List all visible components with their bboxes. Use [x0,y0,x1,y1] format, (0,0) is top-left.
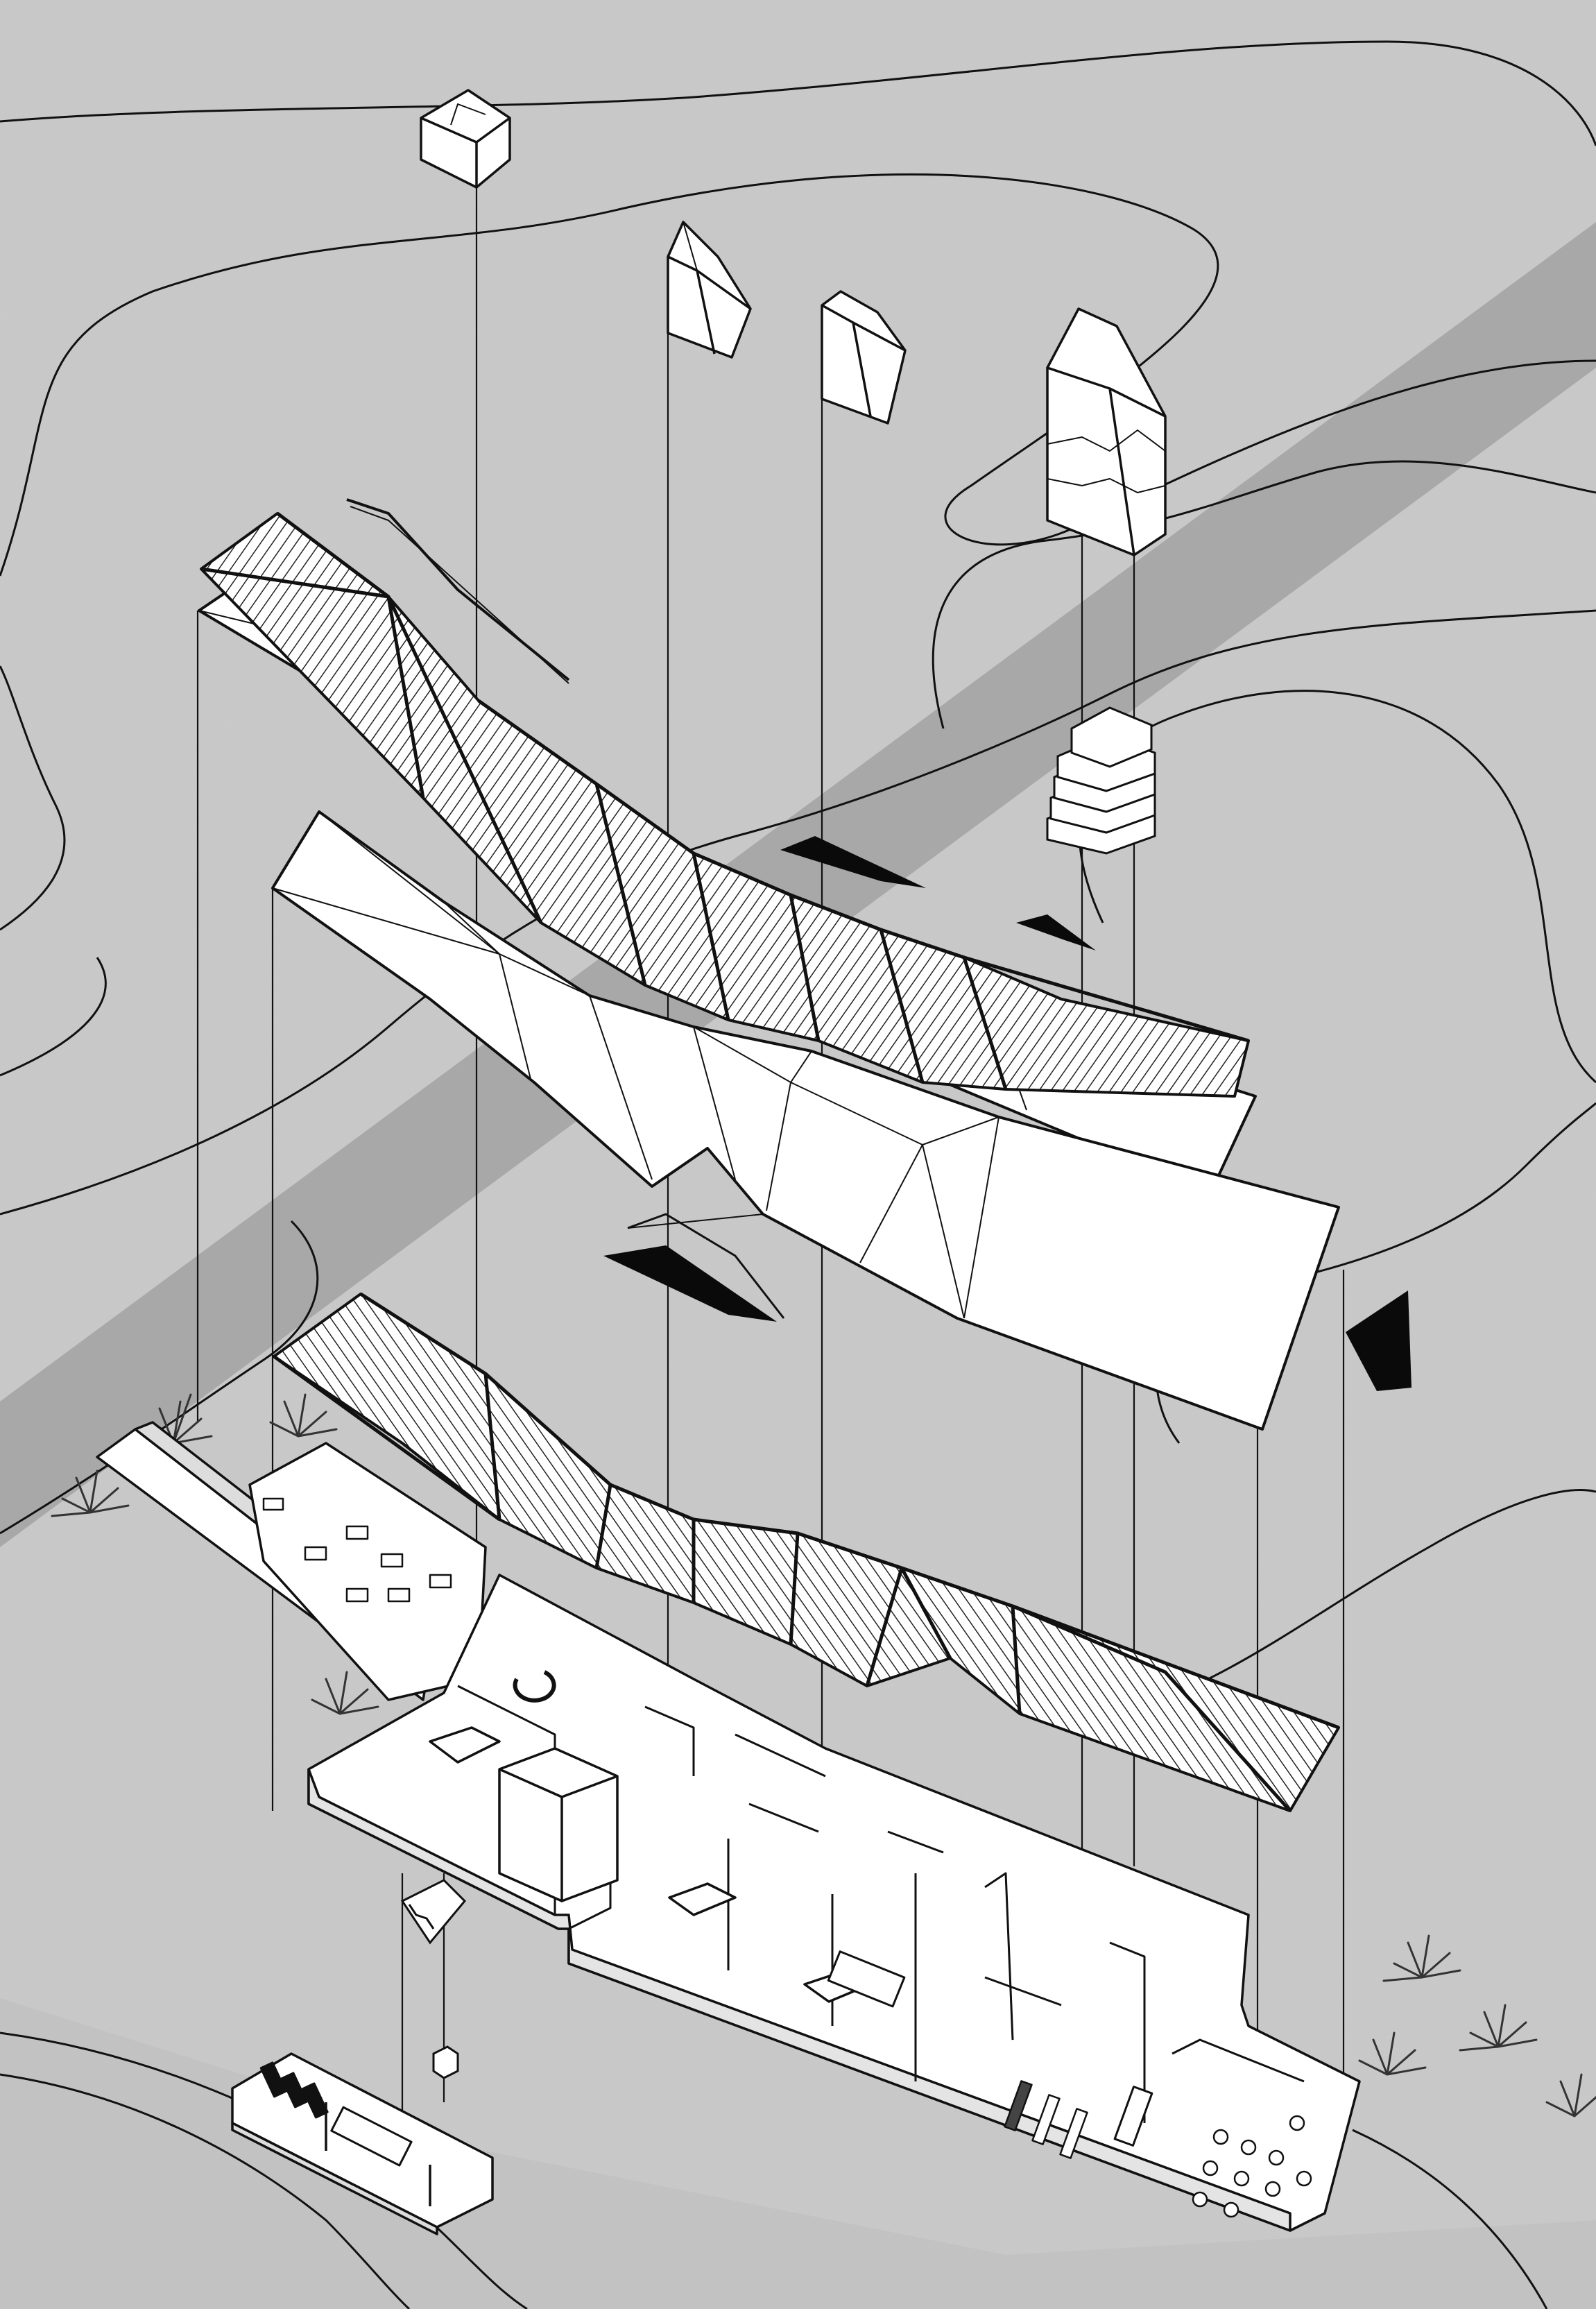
skylight-opening [1016,914,1096,951]
contour-line [0,1220,319,1535]
reception-desk [513,1670,556,1703]
stair-tower [1046,706,1156,855]
site-path [0,222,1596,2309]
contour-line [0,40,1596,146]
path-band-lower [0,1998,1596,2309]
service-core [498,1747,619,1902]
slab-edge [307,1768,1292,2232]
cafe-counter [1113,2086,1153,2147]
plant [51,1469,130,1517]
skylight-volume [1046,307,1167,556]
stair-cube [432,2045,459,2079]
skylight-volume [667,221,752,359]
plant [1358,2031,1427,2076]
contour-line [0,665,66,931]
plant [311,1671,379,1715]
meeting-table [827,1950,906,2008]
skylight-volume [420,89,511,189]
path-band [0,222,1596,1547]
shelving [1004,2080,1088,2159]
skylight-volumes [420,89,1167,556]
roof-lower [271,810,1340,1431]
contour-line [1352,2129,1548,2309]
basement-plan [231,2052,494,2235]
skylight-openings [603,836,1411,1391]
contour-line [0,2073,411,2309]
counter [668,1882,737,1916]
skylight-volume [821,290,907,425]
ground-floor-plan [96,1421,1361,2232]
timber-ceiling-lower [273,1292,1340,1812]
contour-line [0,957,107,1077]
void-opening [429,1726,501,1764]
contour-line [932,460,1596,729]
timber-ceiling-upper [200,512,1250,1098]
stair-flight [400,1879,467,1945]
plant [1382,1934,1461,1982]
skylight-opening [780,836,926,888]
contour-line [0,609,1596,1216]
plant-equipment [259,2061,329,2119]
plant [1459,2004,1538,2052]
switchboard [330,2106,413,2167]
office-furniture [262,1497,452,1603]
stairs [400,1879,467,2079]
skylight-opening [1346,1290,1411,1391]
skylight-opening [603,1245,777,1322]
cafe-tables [1192,2115,1312,2218]
plant [1545,2073,1596,2118]
plant [269,1393,338,1438]
